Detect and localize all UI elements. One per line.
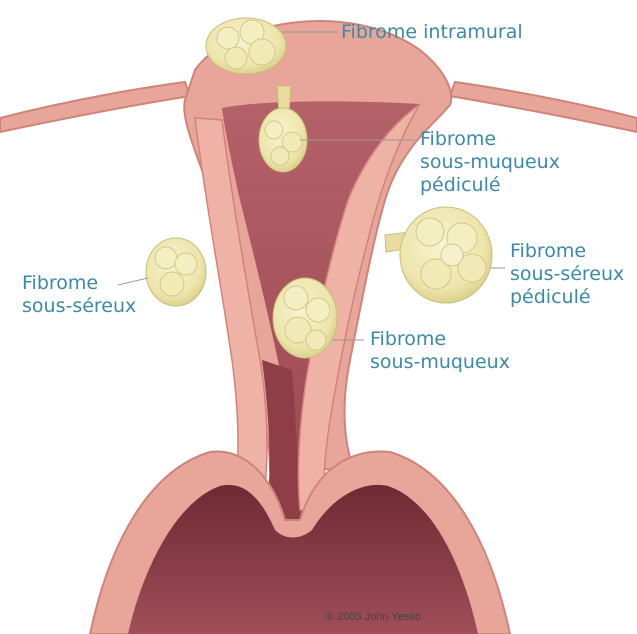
fibroid-intramural [206,18,286,74]
label-line: pédiculé [510,286,624,309]
label-line: sous-séreux [510,263,624,286]
fibroid-submucous [273,278,337,358]
label-intramural: Fibrome intramural [341,21,523,44]
right-fallopian-tube [450,82,637,132]
label-line: Fibrome [370,328,510,351]
label-line: Fibrome intramural [341,21,523,44]
fibroid-subserous [146,238,206,306]
fibroid-subserous-pedunculated [385,207,492,303]
label-subserous: Fibrome sous-séreux [22,272,136,318]
label-line: Fibrome [510,240,624,263]
label-line: pédiculé [420,174,560,197]
label-line: sous-muqueux [370,351,510,374]
label-line: Fibrome [22,272,136,295]
label-submucous: Fibrome sous-muqueux [370,328,510,374]
left-fallopian-tube [0,82,190,132]
label-submucous-pedunculated: Fibrome sous-muqueux pédiculé [420,128,560,197]
label-line: Fibrome [420,128,560,151]
label-line: sous-séreux [22,295,136,318]
copyright-credit: © 2003 John Yesko [326,611,421,623]
label-line: sous-muqueux [420,151,560,174]
label-subserous-pedunculated: Fibrome sous-séreux pédiculé [510,240,624,309]
